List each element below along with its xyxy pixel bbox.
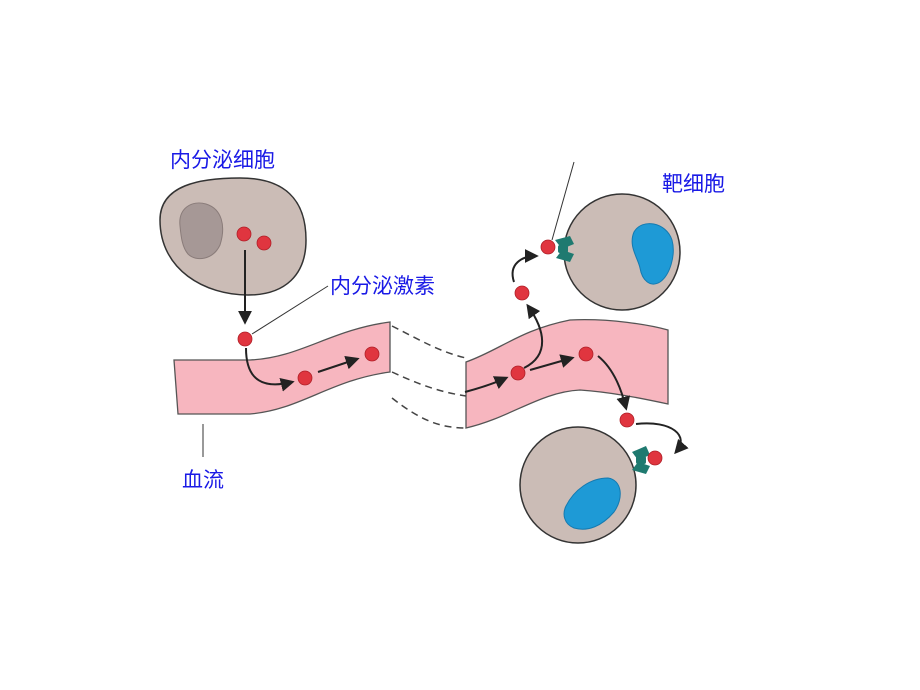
- arrow-to-receptor-up: [511, 249, 539, 283]
- receptor-lower: [632, 446, 650, 474]
- hormone-dot: [578, 346, 594, 362]
- hormone-label: 内分泌激素: [330, 274, 435, 298]
- arrow-flow-2: [464, 376, 509, 393]
- blood-flow-label: 血流: [182, 468, 224, 492]
- hormone-dot: [364, 346, 380, 362]
- hormone-dot: [237, 331, 253, 347]
- arrow-exit-up: [523, 303, 544, 369]
- hormone-dot: [514, 285, 530, 301]
- hormone-dot: [236, 226, 252, 242]
- hormone-dot: [540, 239, 556, 255]
- arrow-to-receptor-down: [635, 422, 689, 455]
- hormone-dot: [297, 370, 313, 386]
- endocrine-cell-nucleus: [179, 202, 224, 260]
- blood-vessel-left: [173, 321, 391, 415]
- hormone-dot: [619, 412, 635, 428]
- target-cell-upper-nucleus: [631, 223, 674, 285]
- target-cell-label: 靶细胞: [662, 172, 725, 196]
- hormone-dot: [647, 450, 663, 466]
- arrow-exit-down: [597, 355, 631, 411]
- target-cell-lower-nucleus: [563, 477, 621, 530]
- flow-arrows: [238, 249, 689, 455]
- arrow-entry: [245, 347, 295, 392]
- receptor-upper: [555, 236, 574, 262]
- arrow-flow-1: [317, 355, 360, 373]
- blood-vessel-right: [465, 319, 669, 429]
- endocrine-cell-label: 内分泌细胞: [170, 148, 275, 172]
- hormone-dot: [256, 235, 272, 251]
- vessel-gap-dashes: [391, 325, 467, 429]
- leader-lines: [202, 161, 575, 457]
- hormone-molecules: [236, 226, 663, 466]
- arrow-flow-3: [529, 354, 575, 371]
- hormone-dot: [510, 365, 526, 381]
